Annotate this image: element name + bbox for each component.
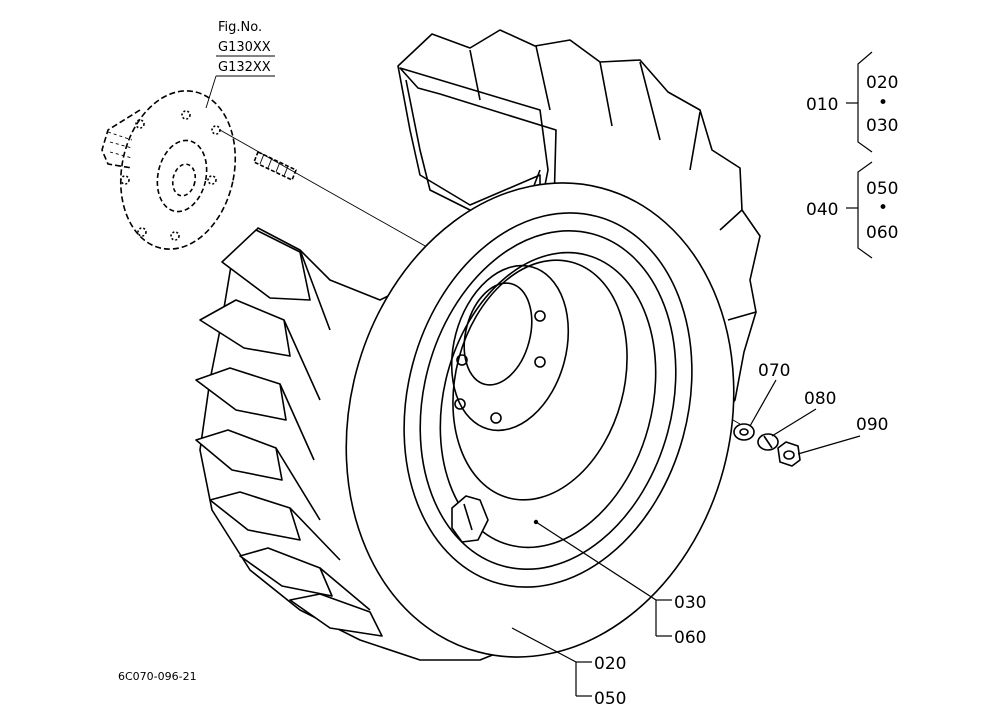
wheel-stud (253, 151, 297, 181)
part-group-2: 040 050 • 060 (806, 161, 898, 259)
rim-outer (403, 212, 693, 588)
wheel-rim-drawing (403, 212, 693, 588)
group-1-separator: • (878, 93, 888, 113)
callout-080: 080 (804, 389, 836, 409)
group-1-child-2: 030 (866, 116, 898, 136)
callout-rim-030: 030 (674, 593, 706, 613)
tire-callouts: 020 050 (511, 627, 626, 709)
group-2-parent: 040 (806, 200, 838, 220)
hardware-drawing (733, 423, 801, 467)
hardware-callouts: 070 080 090 (749, 361, 888, 455)
callout-tire-020: 020 (594, 654, 626, 674)
group-2-child-2: 060 (866, 223, 898, 243)
callout-tire-050: 050 (594, 689, 626, 709)
figure-number-2: G132XX (218, 60, 271, 75)
valve-stem (451, 495, 489, 543)
figure-reference: Fig.No. G130XX G132XX (205, 20, 275, 109)
figure-label: Fig.No. (218, 20, 262, 35)
group-1-parent: 010 (806, 95, 838, 115)
figure-number-1: G130XX (218, 40, 271, 55)
drawing-code: 6C070-096-21 (118, 670, 197, 683)
figure-leader (205, 75, 217, 109)
group-2-separator: • (878, 198, 888, 218)
callout-090: 090 (856, 415, 888, 435)
callout-rim-060: 060 (674, 628, 706, 648)
group-2-child-1: 050 (866, 179, 898, 199)
callout-070: 070 (758, 361, 790, 381)
hub-shaft (101, 109, 141, 169)
rim-callouts: 030 060 (535, 521, 706, 648)
hub-flange (119, 90, 237, 250)
rim-center-disc (450, 264, 570, 432)
washer (733, 423, 755, 441)
group-1-child-1: 020 (866, 73, 898, 93)
nut (777, 441, 801, 467)
part-group-1: 010 020 • 030 (806, 51, 898, 153)
